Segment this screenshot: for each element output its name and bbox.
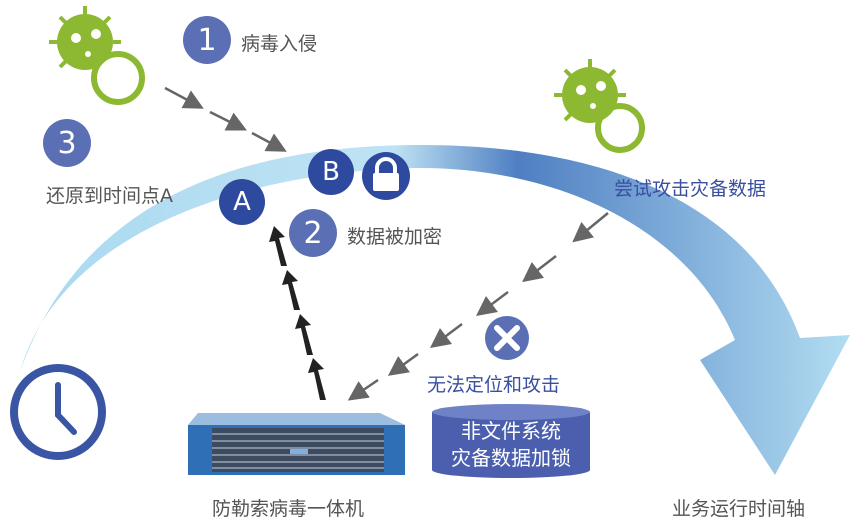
step-1-badge: 1 (183, 16, 231, 64)
attack-path-arrows (164, 86, 609, 401)
point-b-badge: B (308, 149, 354, 195)
server-device-image (188, 413, 405, 475)
step-3-badge: 3 (43, 119, 91, 167)
step-2-badge: 2 (289, 209, 337, 257)
restore-path-arrows (269, 226, 326, 400)
lock-storage-cylinder (432, 404, 590, 478)
cannot-locate-label: 无法定位和攻击 (427, 374, 561, 396)
timeline-label: 业务运行时间轴 (672, 498, 806, 519)
clock-icon (10, 364, 106, 460)
step-1-label: 病毒入侵 (241, 33, 318, 55)
lock-line-1: 非文件系统 (461, 419, 561, 443)
device-label: 防勒索病毒一体机 (212, 498, 365, 519)
blocked-icon (485, 316, 529, 360)
virus-icon (554, 59, 645, 153)
step-3-label: 还原到时间点A (46, 185, 173, 207)
lock-storage-text: 非文件系统 灾备数据加锁 (432, 418, 590, 472)
timeline-arc (20, 145, 850, 475)
point-a-badge: A (219, 179, 265, 225)
step-2-label: 数据被加密 (347, 226, 443, 248)
lock-icon (362, 152, 410, 200)
attack-backup-label: 尝试攻击灾备数据 (614, 178, 767, 200)
virus-icon (49, 6, 145, 105)
lock-line-2: 灾备数据加锁 (451, 446, 571, 470)
